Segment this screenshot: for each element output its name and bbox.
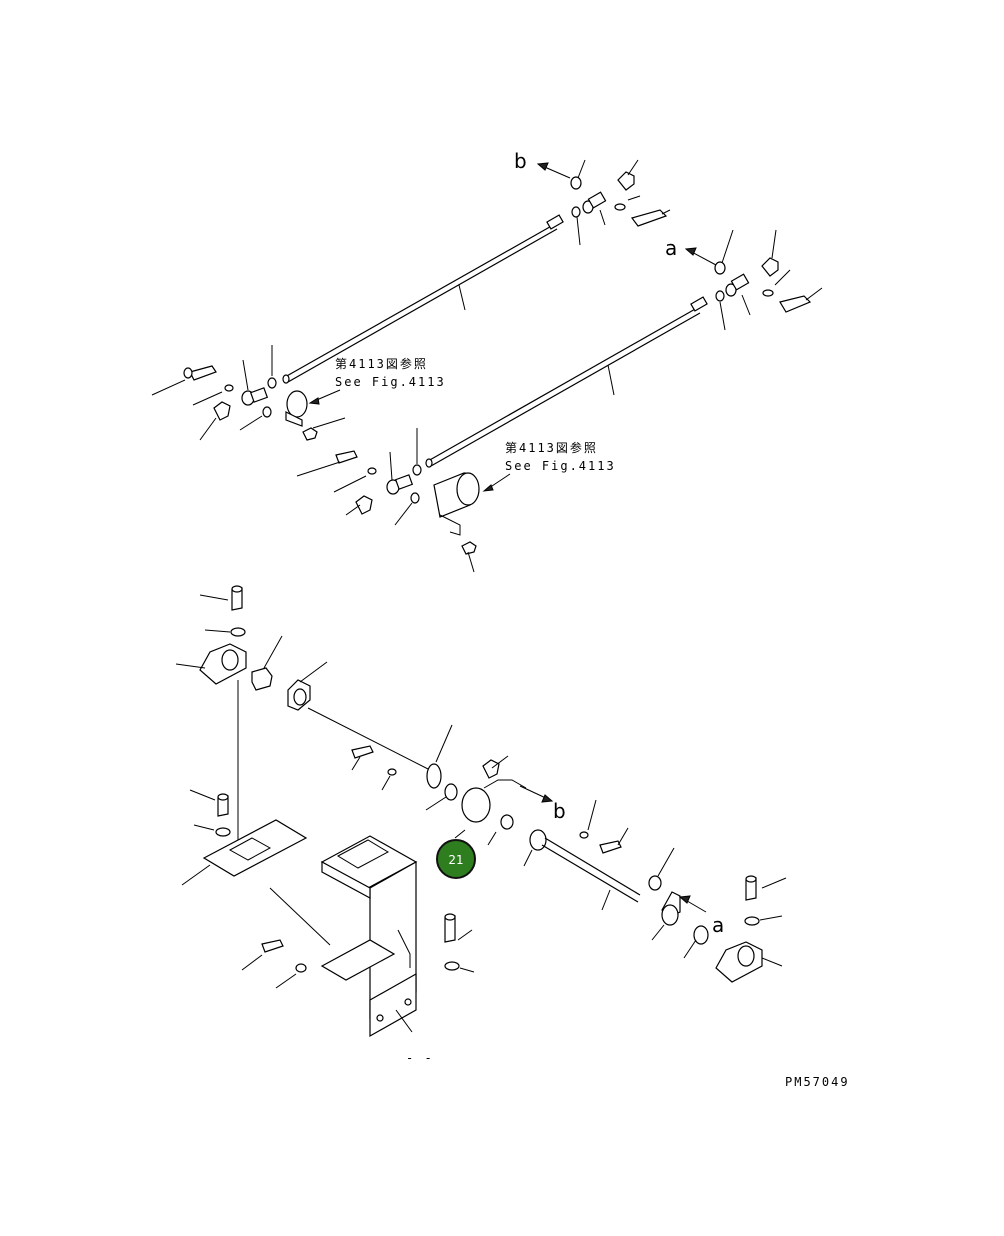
reference-note-top: 第4113図参照 See Fig.4113 (308, 356, 446, 405)
arrow-a-top (684, 247, 717, 266)
letter-b-top: b (514, 149, 527, 173)
upper-rod-2 (425, 296, 708, 468)
ref-mid-jp: 第4113図参照 (505, 440, 598, 455)
bottom-mark: - - (406, 1051, 434, 1065)
upper-rod-1 (282, 214, 564, 384)
reference-note-mid: 第4113図参照 See Fig.4113 (482, 440, 616, 492)
left-bracket-group-1 (151, 345, 346, 441)
ref-top-en: See Fig.4113 (335, 375, 446, 389)
letter-a-top: a (665, 236, 677, 260)
rod2-end-hardware (607, 229, 823, 396)
arrow-b-top (536, 162, 571, 179)
rod1-end-hardware (458, 159, 671, 311)
lower-link-rod (287, 661, 453, 791)
drawing-number: PM57049 (785, 1075, 850, 1089)
letter-a-mid: a (712, 913, 724, 937)
ref-mid-en: See Fig.4113 (505, 459, 616, 473)
bracket-stand (241, 835, 475, 1038)
left-bracket-group-2 (296, 428, 480, 573)
ref-top-jp: 第4113図参照 (335, 356, 428, 371)
arrow-b-mid (519, 785, 554, 803)
letter-b-mid: b (553, 799, 566, 823)
upper-rod-assembly: b a (151, 149, 823, 573)
right-shaft (523, 799, 709, 959)
left-pillow-block (175, 585, 283, 862)
right-pillow-block (715, 875, 787, 983)
centre-coupling (425, 755, 527, 846)
callout-21-label: 21 (448, 853, 463, 867)
callout-21[interactable]: 21 (436, 839, 476, 879)
lower-shaft-assembly: b a (175, 585, 787, 1065)
arrow-a-mid (678, 895, 707, 913)
base-plate (181, 789, 331, 946)
